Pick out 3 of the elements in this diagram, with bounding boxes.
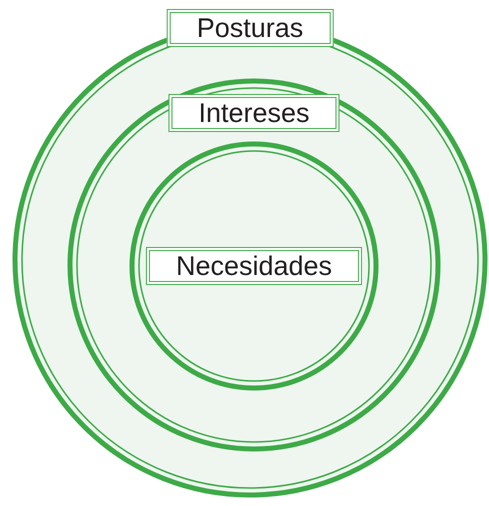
ring-label: Intereses (168, 94, 340, 132)
ring-label: Necesidades (146, 247, 362, 285)
ring-label: Posturas (166, 9, 334, 47)
